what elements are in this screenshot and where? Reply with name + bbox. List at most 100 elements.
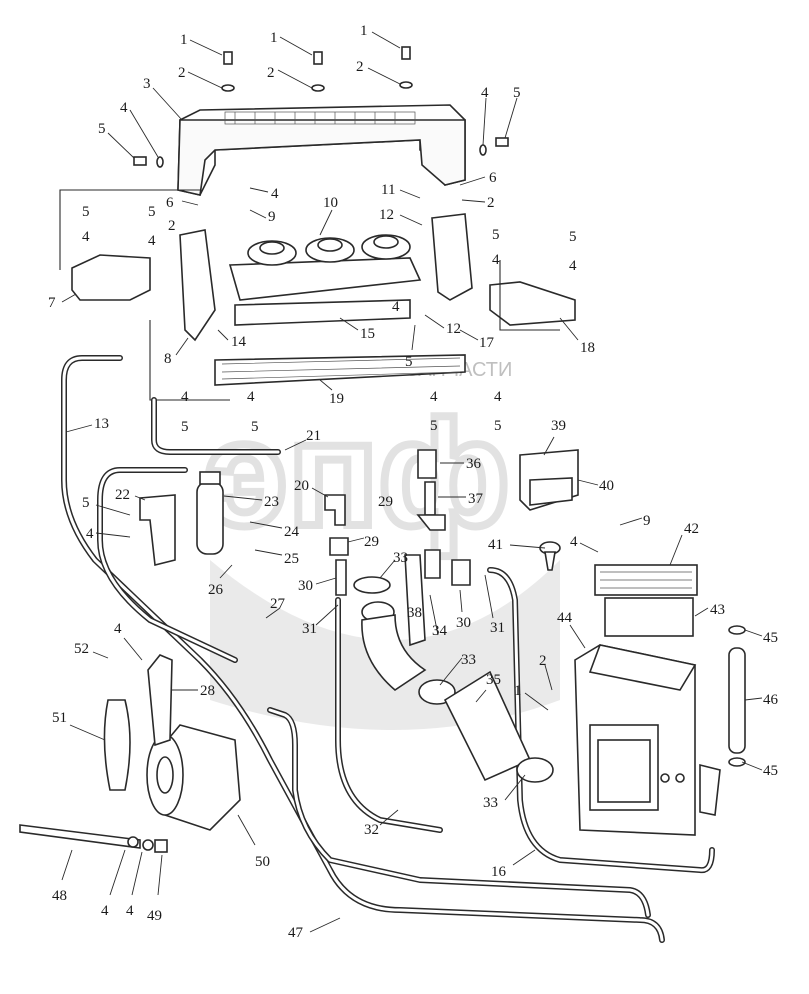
callout-18: 18 bbox=[580, 340, 595, 356]
callout-6: 6 bbox=[489, 170, 497, 186]
callout-34: 34 bbox=[432, 623, 448, 639]
callout-2: 2 bbox=[267, 65, 275, 81]
callout-49: 49 bbox=[147, 908, 162, 924]
callout-33: 33 bbox=[393, 550, 408, 566]
callout-5: 5 bbox=[82, 495, 90, 511]
callout-14: 14 bbox=[231, 334, 247, 350]
callout-4: 4 bbox=[570, 534, 578, 550]
callout-4: 4 bbox=[101, 903, 109, 919]
callout-4: 4 bbox=[430, 389, 438, 405]
callout-1: 1 bbox=[270, 30, 278, 46]
callout-4: 4 bbox=[114, 621, 122, 637]
callout-17: 17 bbox=[479, 335, 495, 351]
callout-45: 45 bbox=[763, 763, 778, 779]
callout-1: 1 bbox=[514, 683, 522, 699]
callout-39: 39 bbox=[551, 418, 566, 434]
callout-5: 5 bbox=[492, 227, 500, 243]
fittings bbox=[324, 449, 471, 596]
callout-2: 2 bbox=[539, 653, 547, 669]
callout-8: 8 bbox=[164, 351, 172, 367]
callout-28: 28 bbox=[200, 683, 215, 699]
callout-6: 6 bbox=[166, 195, 174, 211]
left-brackets bbox=[59, 189, 230, 401]
callout-7: 7 bbox=[48, 295, 56, 311]
callout-41: 41 bbox=[488, 537, 503, 553]
callout-labels: 1 1 1 2 2 2 3 4 4 5 5 4 6 11 6 2 2 5 5 bbox=[48, 23, 779, 941]
receiver-drier bbox=[139, 471, 224, 566]
callout-4: 4 bbox=[148, 233, 156, 249]
callout-33: 33 bbox=[483, 795, 498, 811]
callout-5: 5 bbox=[251, 419, 259, 435]
callout-29: 29 bbox=[378, 494, 393, 510]
compressor bbox=[19, 654, 241, 853]
callout-37: 37 bbox=[468, 491, 484, 507]
callout-48: 48 bbox=[52, 888, 67, 904]
callout-19: 19 bbox=[329, 391, 344, 407]
callout-24: 24 bbox=[284, 524, 300, 540]
callout-47: 47 bbox=[288, 925, 304, 941]
callout-4: 4 bbox=[120, 100, 128, 116]
callout-4: 4 bbox=[569, 258, 577, 274]
callout-15: 15 bbox=[360, 326, 375, 342]
callout-5: 5 bbox=[430, 418, 438, 434]
callout-45: 45 bbox=[763, 630, 778, 646]
callout-4: 4 bbox=[82, 229, 90, 245]
callout-44: 44 bbox=[557, 610, 573, 626]
callout-35: 35 bbox=[486, 672, 501, 688]
callout-12: 12 bbox=[446, 321, 461, 337]
callout-42: 42 bbox=[684, 521, 699, 537]
callout-4: 4 bbox=[492, 252, 500, 268]
callout-30: 30 bbox=[298, 578, 313, 594]
callout-31: 31 bbox=[490, 620, 505, 636]
callout-4: 4 bbox=[494, 389, 502, 405]
hose-section bbox=[728, 625, 746, 767]
callout-30: 30 bbox=[456, 615, 471, 631]
callout-13: 13 bbox=[94, 416, 109, 432]
callout-2: 2 bbox=[356, 59, 364, 75]
callout-9: 9 bbox=[268, 209, 276, 225]
callout-27: 27 bbox=[270, 596, 286, 612]
watermark-logo: эпф bbox=[205, 389, 510, 557]
callout-9: 9 bbox=[643, 513, 651, 529]
callout-1: 1 bbox=[360, 23, 368, 39]
right-brackets bbox=[431, 213, 576, 331]
callout-22: 22 bbox=[115, 487, 130, 503]
air-ducts bbox=[353, 554, 554, 783]
callout-16: 16 bbox=[491, 864, 507, 880]
callout-5: 5 bbox=[98, 121, 106, 137]
callout-4: 4 bbox=[392, 299, 400, 315]
callout-4: 4 bbox=[181, 389, 189, 405]
callout-4: 4 bbox=[86, 526, 94, 542]
callout-4: 4 bbox=[126, 903, 134, 919]
callout-5: 5 bbox=[82, 204, 90, 220]
callout-38: 38 bbox=[407, 605, 422, 621]
hoses bbox=[61, 355, 715, 943]
evaporator-unit bbox=[574, 564, 721, 836]
callout-21: 21 bbox=[306, 428, 321, 444]
callout-51: 51 bbox=[52, 710, 67, 726]
callout-4: 4 bbox=[247, 389, 255, 405]
callout-25: 25 bbox=[284, 551, 299, 567]
callout-50: 50 bbox=[255, 854, 270, 870]
callout-23: 23 bbox=[264, 494, 279, 510]
callout-5: 5 bbox=[494, 418, 502, 434]
callout-5: 5 bbox=[148, 204, 156, 220]
callout-1: 1 bbox=[180, 32, 188, 48]
callout-4: 4 bbox=[481, 85, 489, 101]
callout-5: 5 bbox=[513, 85, 521, 101]
callout-12: 12 bbox=[379, 207, 394, 223]
callout-36: 36 bbox=[466, 456, 482, 472]
callout-5: 5 bbox=[181, 419, 189, 435]
callout-43: 43 bbox=[710, 602, 725, 618]
top-cover bbox=[177, 104, 466, 196]
callout-40: 40 bbox=[599, 478, 614, 494]
callout-52: 52 bbox=[74, 641, 89, 657]
callout-5: 5 bbox=[569, 229, 577, 245]
callout-11: 11 bbox=[381, 182, 395, 198]
callout-33: 33 bbox=[461, 652, 476, 668]
blower-assembly bbox=[214, 234, 466, 386]
expansion-valve-box bbox=[519, 449, 579, 571]
callout-5: 5 bbox=[405, 354, 413, 370]
callout-10: 10 bbox=[323, 195, 338, 211]
